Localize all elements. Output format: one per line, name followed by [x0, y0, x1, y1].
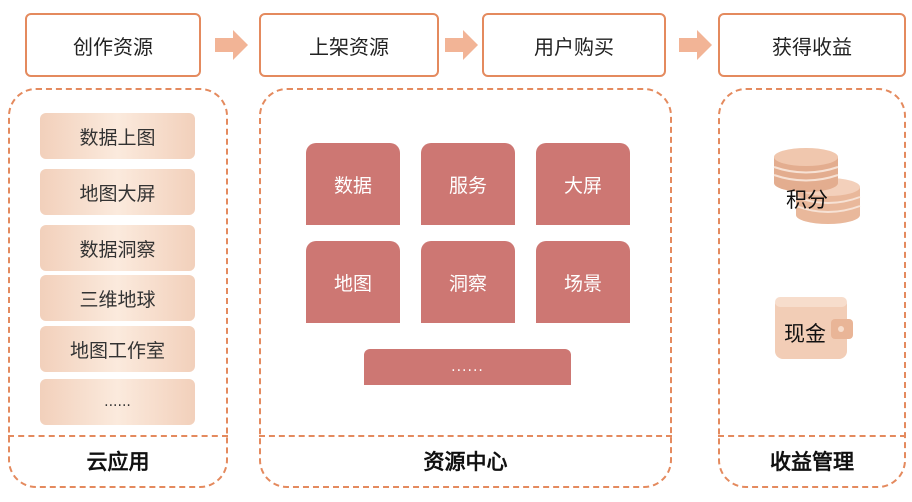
earnings-panel — [718, 88, 906, 488]
resource-center-footer: 资源中心 — [423, 450, 508, 474]
arrow-right-icon — [445, 30, 478, 60]
points-label: 积分 — [786, 188, 828, 212]
resource-center-panel — [259, 88, 672, 488]
resource-tile-map: 地图 — [306, 241, 400, 323]
app-item-more: ...... — [40, 379, 195, 425]
step-create: 创作资源 — [25, 13, 201, 77]
resource-tile-data: 数据 — [306, 143, 400, 225]
coins-icon — [773, 148, 861, 224]
step-purchase: 用户购买 — [482, 13, 666, 77]
arrow-right-icon — [679, 30, 712, 60]
app-item-map-screen: 地图大屏 — [40, 169, 195, 215]
cloud-apps-footer: 云应用 — [86, 450, 150, 474]
panel-divider — [259, 435, 672, 437]
step-publish: 上架资源 — [259, 13, 439, 77]
cash-label: 现金 — [784, 322, 826, 346]
resource-tile-more: ...... — [364, 349, 571, 385]
resource-tile-insight: 洞察 — [421, 241, 515, 323]
app-item-3d-globe: 三维地球 — [40, 275, 195, 321]
earnings-footer: 收益管理 — [770, 450, 854, 474]
resource-tile-screen: 大屏 — [536, 143, 630, 225]
wallet-icon — [775, 297, 853, 359]
panel-divider — [8, 435, 228, 437]
panel-divider — [718, 435, 906, 437]
resource-tile-scene: 场景 — [536, 241, 630, 323]
resource-tile-service: 服务 — [421, 143, 515, 225]
step-earn: 获得收益 — [718, 13, 906, 77]
cloud-apps-panel — [8, 88, 228, 488]
app-item-data-map: 数据上图 — [40, 113, 195, 159]
arrow-right-icon — [215, 30, 248, 60]
app-item-map-studio: 地图工作室 — [40, 326, 195, 372]
app-item-data-insight: 数据洞察 — [40, 225, 195, 271]
